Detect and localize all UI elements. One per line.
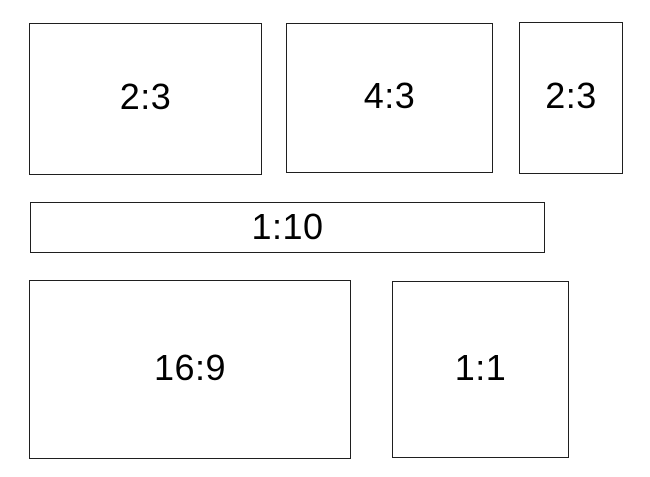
aspect-box-2-3-portrait: 2:3 <box>519 22 623 174</box>
aspect-label: 2:3 <box>119 76 172 117</box>
aspect-label: 16:9 <box>153 346 227 388</box>
aspect-box-4-3: 4:3 <box>286 23 493 173</box>
aspect-label: 1:10 <box>251 205 324 247</box>
aspect-label: 2:3 <box>545 75 597 116</box>
aspect-label: 4:3 <box>363 75 416 116</box>
aspect-box-2-3-landscape: 2:3 <box>29 23 262 175</box>
aspect-box-16-9: 16:9 <box>29 280 351 459</box>
aspect-box-1-10: 1:10 <box>30 202 545 253</box>
aspect-label: 1:1 <box>454 346 507 388</box>
aspect-box-1-1: 1:1 <box>392 281 569 458</box>
